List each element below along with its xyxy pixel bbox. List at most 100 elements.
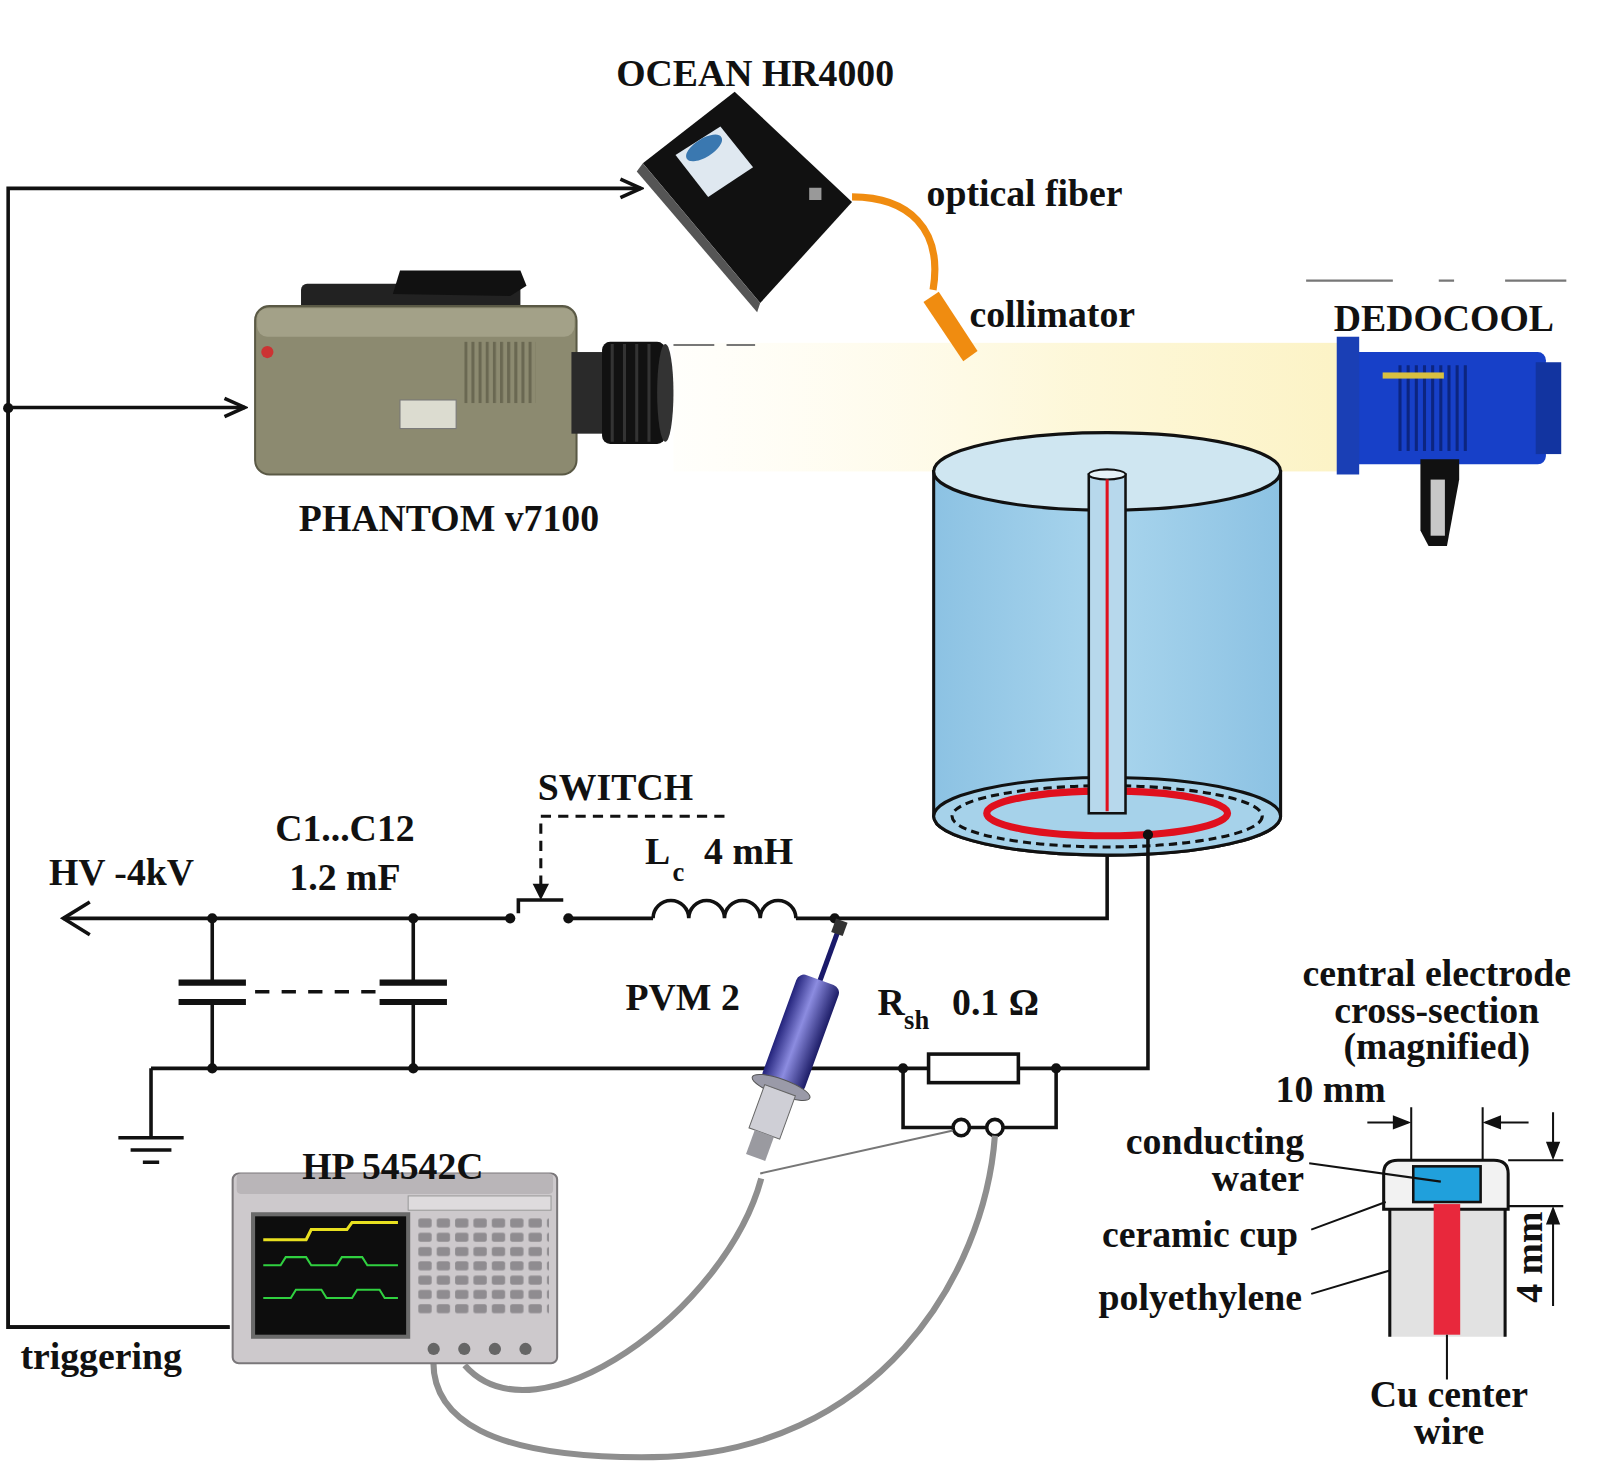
circuit: [255, 990, 377, 994]
oscilloscope-illustration: [408, 1196, 551, 1210]
camera-illustration: [400, 400, 456, 429]
device-label: DEDOCOOL: [1334, 300, 1554, 337]
water-tank: [1106, 480, 1109, 812]
camera-illustration: [255, 270, 673, 474]
part-name: conducting water: [1059, 1124, 1304, 1197]
dimension: 4 mm: [1511, 1212, 1548, 1303]
oscilloscope-illustration: [263, 1257, 398, 1265]
voltage-probe: PVM 2: [730, 918, 847, 1178]
electrode-cross-section: [1413, 1166, 1480, 1202]
water-tank: [934, 471, 1281, 855]
oscilloscope-illustration: [458, 1343, 470, 1355]
subscript: c: [672, 860, 684, 886]
probe-illustration: [831, 918, 847, 936]
circuit: [568, 917, 653, 921]
circuit: [903, 1068, 1056, 1127]
electrode-cross-section: [1393, 1115, 1560, 1224]
optical-fiber: [852, 197, 935, 290]
device-label: HP 54542C: [302, 1148, 483, 1185]
light-beam: [1306, 280, 1566, 282]
circuit: [207, 1063, 217, 1073]
trigger-line: [8, 188, 641, 1327]
circuit: [408, 913, 418, 923]
resistor-symbol-name: R: [878, 985, 905, 1022]
circuit: [3, 403, 1153, 1073]
lamp-illustration: [1347, 352, 1546, 464]
probe-illustration: [727, 910, 871, 1168]
spectrometer-illustration: [643, 92, 852, 303]
supply-voltage: HV -4kV: [49, 854, 194, 891]
circuit: [63, 917, 510, 921]
camera-illustration: [393, 270, 527, 296]
subscript: sh: [904, 1008, 929, 1034]
oscilloscope-illustration: [263, 1222, 398, 1239]
electrode-cross-section: [1434, 1204, 1461, 1335]
part-name: polyethylene: [1099, 1280, 1302, 1317]
circuit: [1143, 830, 1153, 840]
high-speed-camera: PHANTOM v7100: [245, 267, 674, 476]
lamp: DEDOCOOL: [1335, 337, 1562, 551]
camera-illustration: [257, 308, 574, 337]
device-label: collimator: [969, 296, 1135, 333]
lamp-illustration: [1431, 480, 1445, 536]
circuit: [408, 1063, 418, 1073]
spectrometer-illustration: [637, 163, 760, 312]
camera-illustration: [602, 342, 665, 444]
inductance-value: 4 mH: [704, 834, 793, 871]
lamp-illustration: [1337, 337, 1561, 546]
oscilloscope-illustration: [489, 1343, 501, 1355]
spectrometer-illustration: [676, 127, 754, 197]
circuit: [953, 1119, 969, 1135]
spectrometer: OCEAN HR4000: [641, 90, 852, 304]
spectrometer-illustration: [637, 92, 852, 312]
spectrometer-illustration: [682, 129, 726, 166]
camera-illustration: [255, 306, 576, 474]
spectrometer-illustration: [809, 188, 821, 200]
lamp-illustration: [1420, 459, 1459, 546]
oscilloscope-illustration: [519, 1343, 531, 1355]
water-tank: [1089, 469, 1126, 479]
camera-illustration: [464, 342, 535, 403]
circuit: [518, 900, 563, 913]
electrode-cross-section: [1309, 1163, 1447, 1379]
circuit: [796, 855, 1107, 918]
lamp-illustration: [1383, 372, 1444, 378]
capacitance-value: 1.2 mF: [289, 859, 400, 896]
electrode-cross-section: [1390, 1204, 1505, 1337]
oscilloscope-illustration: [233, 1173, 557, 1363]
dimension: 10 mm: [1276, 1071, 1386, 1108]
lamp-illustration: [1337, 337, 1359, 475]
capacitor-label: C1...C12: [275, 810, 414, 847]
camera-illustration: [612, 344, 649, 442]
circuit: [929, 1054, 1019, 1083]
edge-label: triggering: [20, 1339, 181, 1376]
circuit: [541, 816, 725, 885]
camera-illustration: [571, 352, 607, 434]
light-beam: [673, 344, 755, 346]
measurement-cables: [760, 1131, 953, 1174]
camera-illustration: [261, 346, 273, 358]
oscilloscope-illustration: [416, 1216, 549, 1316]
circuit: [63, 902, 90, 935]
electrode-cross-section: [1367, 1107, 1563, 1306]
circuit: [1056, 835, 1148, 1069]
lamp-illustration: [1536, 362, 1562, 454]
water-tank: [934, 433, 1281, 855]
circuit: [898, 1063, 908, 1073]
oscilloscope-illustration: [253, 1214, 408, 1336]
switch-label: SWITCH: [538, 769, 693, 806]
collimator: collimator: [921, 290, 979, 363]
circuit: [207, 913, 217, 923]
electrode-cross-section: [1309, 1107, 1563, 1379]
electrode-cross-section: [1390, 1204, 1505, 1337]
water-tank: [1089, 474, 1126, 813]
probe-cable: [465, 1179, 762, 1390]
device-label: OCEAN HR4000: [616, 55, 894, 92]
probe-illustration: [819, 927, 839, 982]
circuit: [179, 983, 447, 1002]
probe-illustration: [746, 1130, 774, 1161]
circuit: [212, 918, 413, 1068]
circuit: [987, 1119, 1003, 1135]
